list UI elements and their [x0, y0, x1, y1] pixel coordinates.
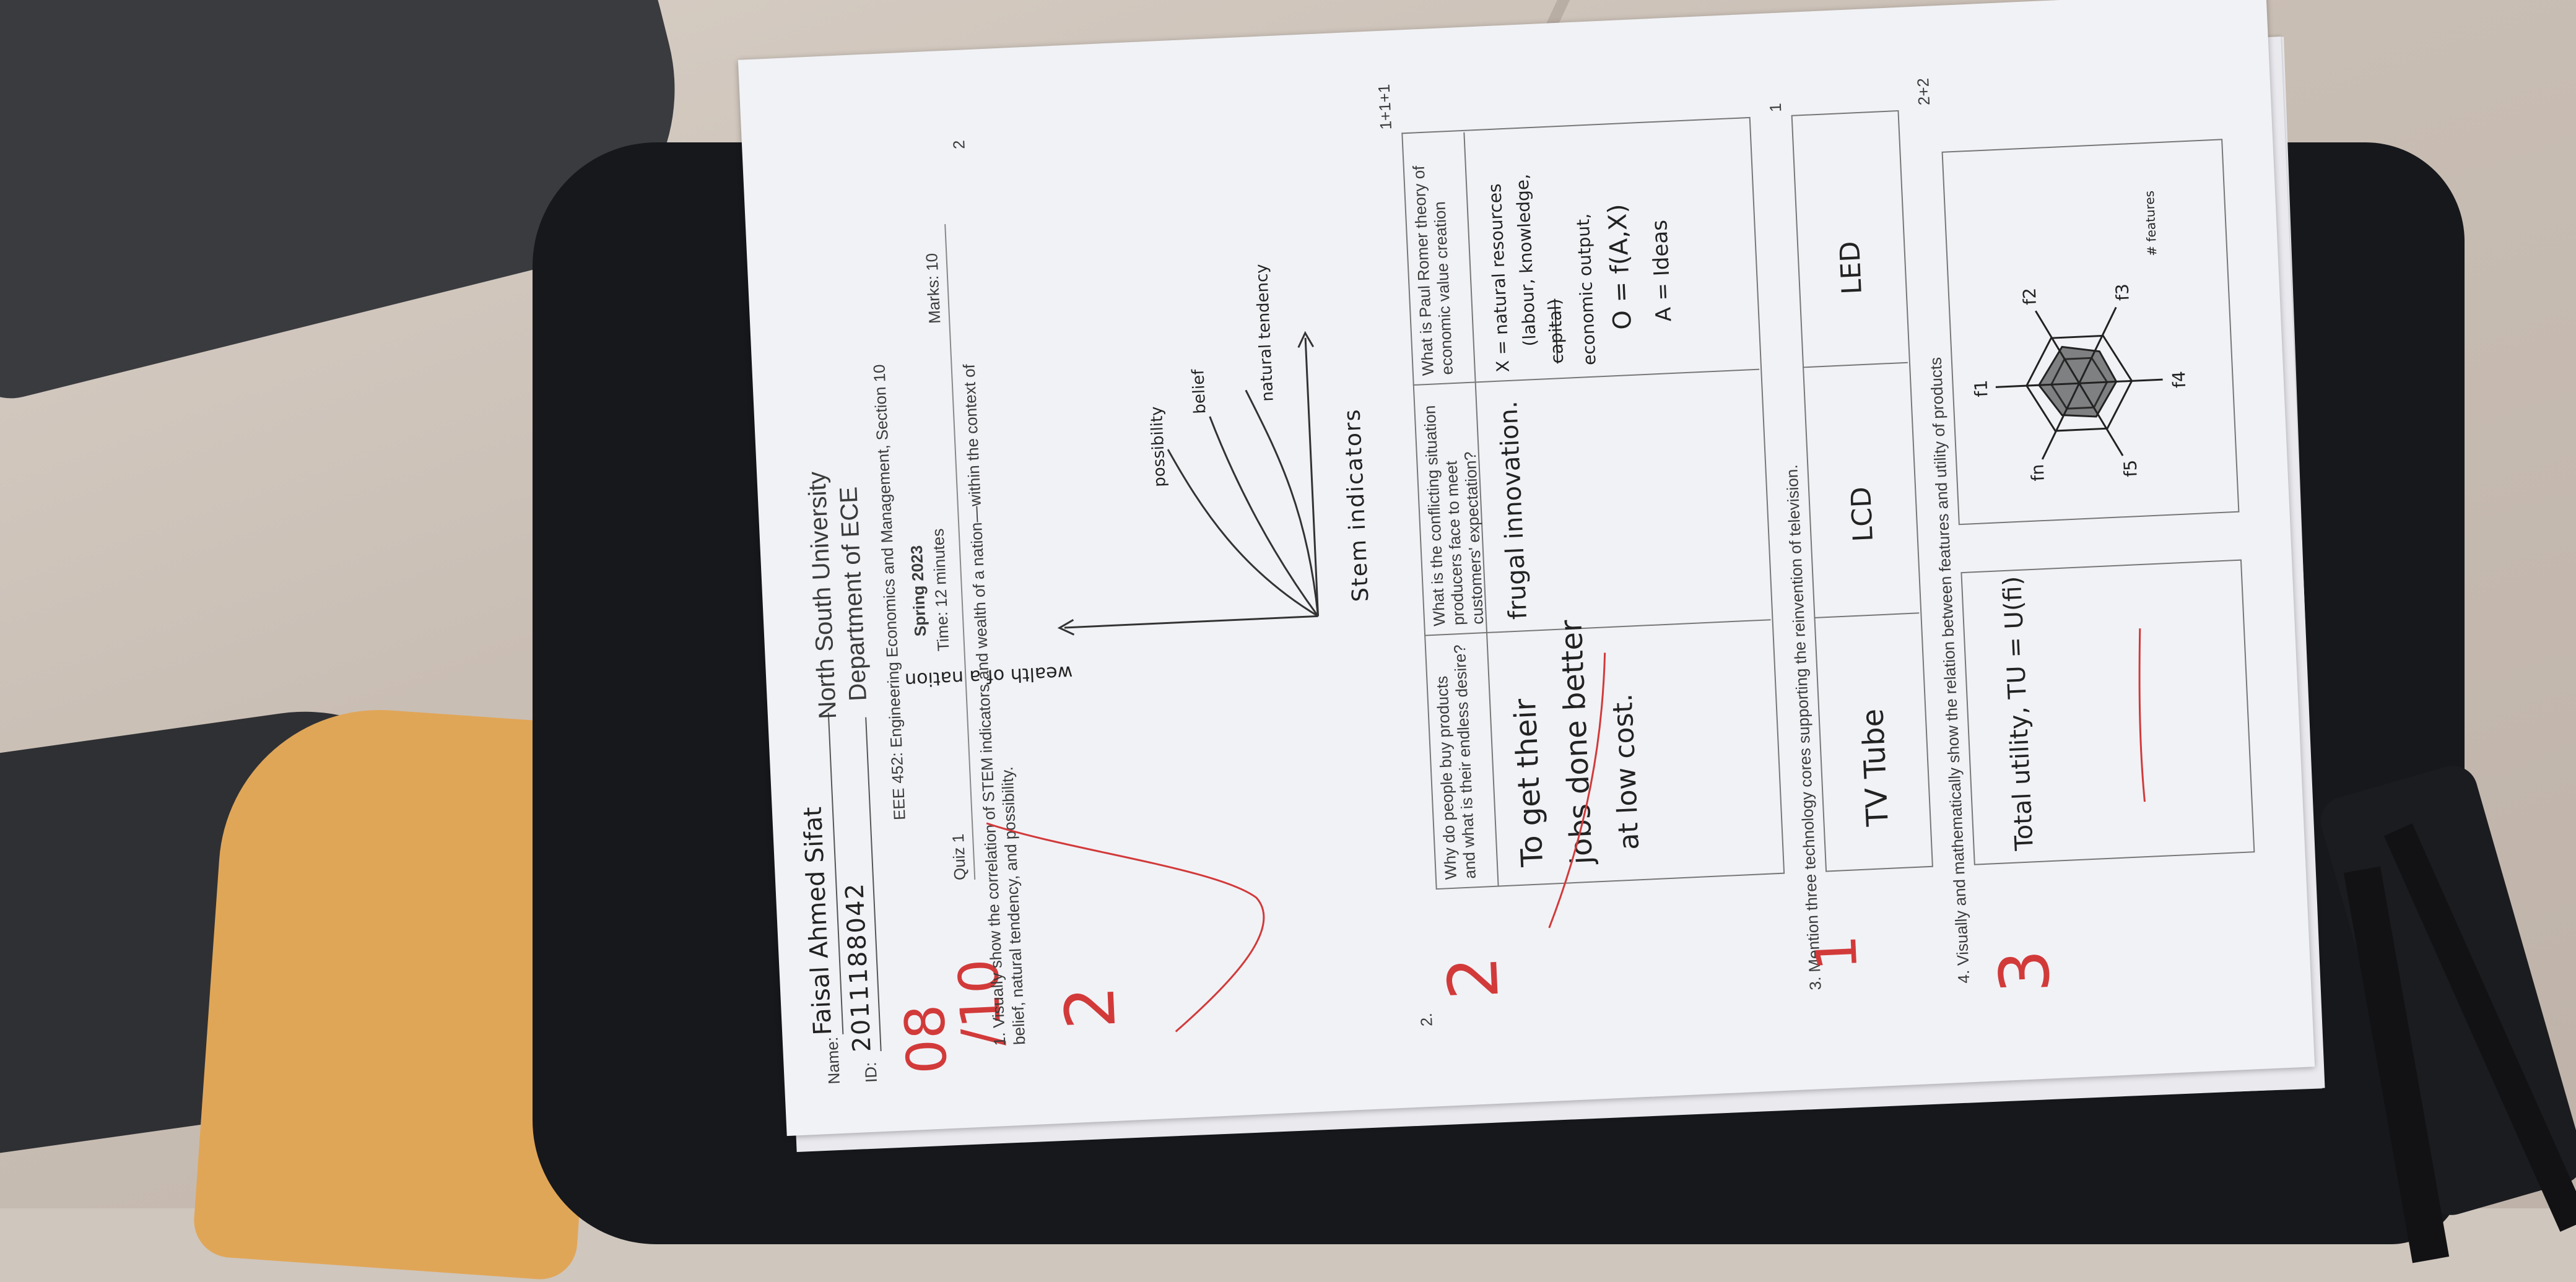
- q4-radar-diagram: [1995, 306, 2163, 460]
- radar-label-f1: f1: [1970, 379, 1992, 398]
- radar-label-f3: f3: [2112, 283, 2133, 301]
- q1-tick-mark: [986, 822, 1265, 1033]
- q1-stem-wealth-plot: [1057, 331, 1320, 636]
- radar-label-f2: f2: [2019, 287, 2040, 306]
- radar-label-f5: f5: [2120, 459, 2141, 478]
- q2-red-mark-stroke: [1548, 652, 1606, 929]
- quiz-paper: Name: Faisal Ahmed Sifat ID: 2011188042 …: [738, 0, 2315, 1137]
- q4-red-underline: [2138, 628, 2146, 802]
- radar-note: # features: [2141, 190, 2160, 257]
- radar-label-f4: f4: [2169, 370, 2190, 389]
- radar-label-fn: fn: [2027, 464, 2048, 482]
- quiz-page-content: Name: Faisal Ahmed Sifat ID: 2011188042 …: [748, 4, 2305, 1124]
